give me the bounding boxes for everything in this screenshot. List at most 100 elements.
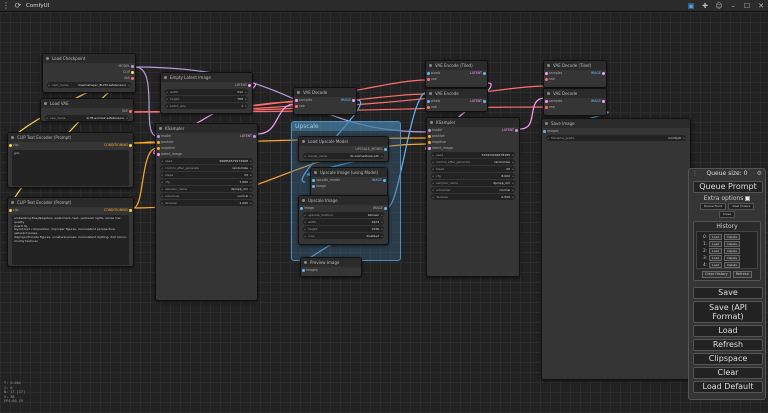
delete-history-button[interactable]: Delete (724, 247, 741, 254)
input-vae[interactable]: vae (544, 104, 606, 110)
input-positive[interactable]: positive (156, 139, 257, 145)
node-load-checkpoint[interactable]: Load Checkpoint MODEL CLIP VAE ckpt_name… (42, 53, 136, 93)
delete-history-button[interactable]: Delete (724, 240, 741, 247)
load-button[interactable]: Load (693, 325, 763, 337)
load-history-button[interactable]: Load (709, 254, 723, 261)
refresh-button[interactable]: Refresh (693, 339, 763, 351)
input-images[interactable]: images (542, 128, 690, 134)
output-upscale-model[interactable]: UPSCALE_MODEL (299, 146, 388, 152)
close-history-button[interactable]: Close (718, 211, 736, 218)
input-vae[interactable]: vae (426, 76, 487, 82)
output-model[interactable]: MODEL (43, 63, 135, 69)
graph-canvas[interactable]: Upscale Load Checkpoint MODEL CLIP VAE c… (0, 12, 768, 413)
delete-history-button[interactable]: Delete (724, 261, 741, 268)
load-history-button[interactable]: Load (709, 247, 723, 254)
input-negative[interactable]: negative (427, 139, 519, 145)
input-latent-image[interactable]: latent_image (427, 145, 519, 151)
output-latent[interactable]: LATENT (161, 82, 252, 88)
output-vae[interactable]: VAE (43, 75, 135, 81)
clear-history-button[interactable]: Clear History (702, 271, 731, 278)
minimize-button[interactable]: – (731, 2, 735, 10)
node-upscale-image-using-model[interactable]: Upscale Image (using Model) upscale_mode… (310, 167, 388, 197)
extra-options-checkbox[interactable] (745, 196, 751, 201)
input-image[interactable]: image (311, 183, 387, 189)
load-default-button[interactable]: Load Default (693, 381, 763, 393)
output-vae[interactable]: VAE (41, 108, 133, 114)
delete-history-button[interactable]: Delete (724, 254, 741, 261)
input-vae[interactable]: vae (294, 103, 356, 109)
clipspace-button[interactable]: Clipspace (693, 353, 763, 365)
input-vae[interactable]: vae (544, 76, 606, 82)
input-images[interactable]: images (301, 267, 361, 273)
clear-button[interactable]: Clear (693, 367, 763, 379)
output-clip[interactable]: CLIP (43, 69, 135, 75)
menu-icon[interactable]: ⋮ (2, 1, 10, 10)
prompt-text[interactable]: embedding:EasyNegative, watermark, text,… (12, 215, 129, 265)
queue-prompt-button[interactable]: Queue Prompt (693, 181, 763, 193)
gear-icon[interactable]: ⚙ (756, 170, 762, 177)
node-preview-image[interactable]: Preview Image images (300, 257, 362, 277)
input-negative[interactable]: negative (156, 145, 257, 151)
save-api-format-button[interactable]: Save (API Format) (693, 301, 763, 323)
queue-front-button[interactable]: Queue Front (699, 203, 727, 210)
delete-history-button[interactable]: Delete (724, 233, 741, 240)
input-vae[interactable]: vae (426, 104, 487, 110)
node-load-vae[interactable]: Load VAE VAE vae_namekl-f8-anime2.safete… (40, 98, 134, 122)
input-positive[interactable]: positive (427, 133, 519, 139)
input-latent-image[interactable]: latent_image (156, 151, 257, 157)
node-load-upscale-model[interactable]: Load Upscale Model UPSCALE_MODEL model_n… (298, 136, 389, 162)
extra-options[interactable]: Extra options (689, 195, 765, 202)
profile-icon[interactable]: ☺ (715, 2, 723, 10)
load-history-button[interactable]: Load (709, 240, 723, 247)
refresh-history-button[interactable]: Refresh (732, 271, 752, 278)
view-queue-button[interactable]: View Queue (728, 203, 755, 210)
browser-icon[interactable]: ▣ (687, 2, 695, 10)
load-history-button[interactable]: Load (709, 261, 723, 268)
